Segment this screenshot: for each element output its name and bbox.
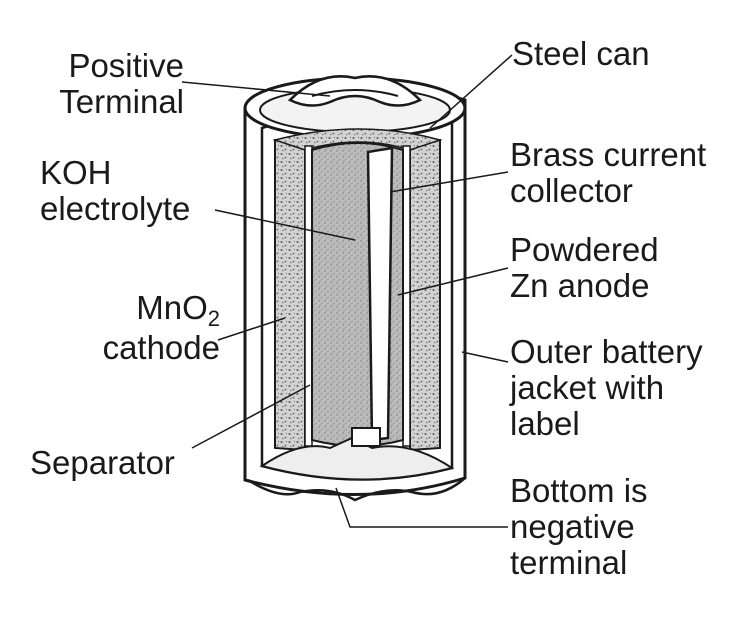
- label-bottom-terminal: Bottom is negative terminal: [510, 473, 648, 581]
- brass-current-collector: [368, 148, 392, 440]
- mno2-cathode-ring: [275, 140, 305, 450]
- label-steel-can: Steel can: [512, 36, 650, 72]
- label-bottom-terminal-line3: terminal: [510, 545, 648, 581]
- label-mno2-cathode-line2: cathode: [70, 330, 220, 366]
- label-zn-anode-line2: Zn anode: [510, 268, 659, 304]
- label-steel-can-text: Steel can: [512, 36, 650, 72]
- label-separator-text: Separator: [30, 445, 175, 481]
- label-outer-jacket-line3: label: [510, 406, 703, 442]
- label-positive-terminal-line2: Terminal: [40, 84, 184, 120]
- label-mno2-subscript: 2: [208, 306, 220, 331]
- label-brass-collector-line2: collector: [510, 173, 706, 209]
- label-koh-electrolyte-line1: KOH: [40, 155, 190, 191]
- label-separator: Separator: [30, 445, 175, 481]
- label-koh-electrolyte-line2: electrolyte: [40, 191, 190, 227]
- label-outer-jacket: Outer battery jacket with label: [510, 334, 703, 442]
- label-positive-terminal: Positive Terminal: [40, 48, 184, 120]
- label-bottom-terminal-line2: negative: [510, 509, 648, 545]
- label-koh-electrolyte: KOH electrolyte: [40, 155, 190, 227]
- collector-base: [352, 428, 380, 446]
- label-mno2-main: MnO: [136, 289, 208, 326]
- label-positive-terminal-line1: Positive: [40, 48, 184, 84]
- label-zn-anode: Powdered Zn anode: [510, 232, 659, 304]
- separator-layer: [305, 146, 312, 446]
- label-brass-collector: Brass current collector: [510, 137, 706, 209]
- label-outer-jacket-line2: jacket with: [510, 370, 703, 406]
- label-zn-anode-line1: Powdered: [510, 232, 659, 268]
- label-bottom-terminal-line1: Bottom is: [510, 473, 648, 509]
- label-mno2-cathode-line1: MnO2: [70, 290, 220, 330]
- label-mno2-cathode: MnO2 cathode: [70, 290, 220, 366]
- label-outer-jacket-line1: Outer battery: [510, 334, 703, 370]
- label-brass-collector-line1: Brass current: [510, 137, 706, 173]
